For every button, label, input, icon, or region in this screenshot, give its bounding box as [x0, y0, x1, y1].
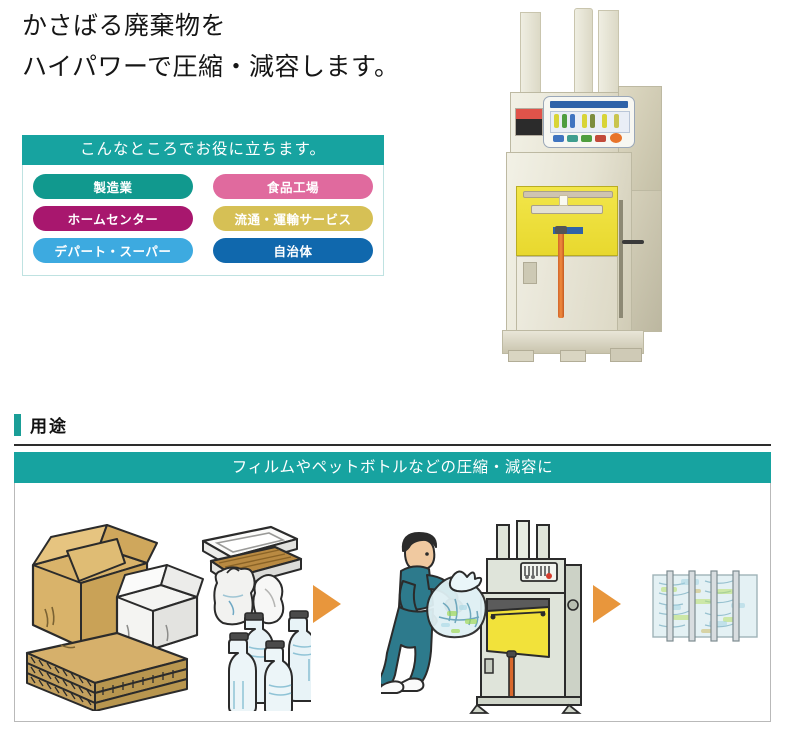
industry-pill-home-center[interactable]: ホームセンター [33, 206, 193, 231]
section-accent-bar [14, 413, 21, 436]
worker-and-baler-illustration [381, 520, 582, 714]
industries-row-3: デパート・スーパー 自治体 [23, 238, 383, 263]
industry-pill-municipality[interactable]: 自治体 [213, 238, 373, 263]
photo-panel-button-a [553, 135, 564, 142]
usage-panel-header: フィルムやペットボトルなどの圧縮・減容に [14, 452, 771, 483]
photo-panel-button-b [567, 135, 578, 142]
photo-foot-center [560, 350, 586, 362]
compressed-bale-illustration [652, 570, 758, 642]
input-materials-illustration [25, 524, 311, 711]
photo-front-door [516, 186, 618, 256]
photo-panel-indicator-5 [590, 114, 595, 128]
photo-panel-indicator-3 [570, 114, 575, 128]
pet-bottle-front-center [264, 640, 293, 711]
photo-side-linkage [619, 200, 623, 318]
photo-panel-indicator-4 [582, 114, 587, 128]
photo-foot-right [610, 348, 642, 362]
corrugated-sheet-stack [25, 631, 189, 711]
photo-panel-button-c [581, 135, 592, 142]
bag-of-bottles [426, 570, 487, 639]
photo-panel-indicator-1 [554, 114, 559, 128]
pet-bottle-group [228, 610, 311, 711]
section-divider [14, 444, 771, 446]
photo-panel-indicator-7 [614, 114, 619, 128]
pet-bottle-tall-right [288, 610, 311, 702]
photo-panel-button-d [595, 135, 606, 142]
section-title: 用途 [30, 417, 68, 436]
industries-card-header: こんなところでお役に立ちます。 [22, 135, 384, 165]
photo-latch-rod [558, 232, 564, 318]
industries-row-1: 製造業 食品工場 [23, 174, 383, 199]
industry-pill-food-factory[interactable]: 食品工場 [213, 174, 373, 199]
plastic-bag-crumpled-2 [252, 574, 285, 625]
photo-latch-handle [555, 226, 567, 234]
headline-line-2: ハイパワーで圧縮・減容します。 [22, 53, 400, 81]
photo-emergency-stop-button [610, 133, 622, 143]
photo-control-panel [543, 96, 635, 148]
industries-card: こんなところでお役に立ちます。 製造業 食品工場 ホームセンター 流通・運輸サー… [22, 135, 384, 276]
photo-panel-indicator-2 [562, 114, 567, 128]
photo-foot-left [508, 350, 534, 362]
usage-panel: フィルムやペットボトルなどの圧縮・減容に [14, 452, 771, 722]
industries-row-2: ホームセンター 流通・運輸サービス [23, 206, 383, 231]
cardboard-box-small-white [115, 564, 204, 651]
industry-pill-manufacturing[interactable]: 製造業 [33, 174, 193, 199]
pet-bottle-front-left [228, 632, 257, 711]
process-arrow-2 [593, 585, 621, 623]
page-headline: かさばる廃棄物を ハイパワーで圧縮・減容します。 [22, 6, 492, 88]
baler-machine [469, 520, 582, 714]
photo-lower-vent [523, 262, 537, 284]
usage-panel-body [14, 483, 771, 722]
photo-panel-indicator-6 [602, 114, 607, 128]
industries-card-body: 製造業 食品工場 ホームセンター 流通・運輸サービス デパート・スーパー 自治体 [22, 165, 384, 276]
photo-warning-label [515, 108, 543, 136]
photo-side-lever [622, 240, 644, 244]
section-heading-usage: 用途 [14, 412, 68, 437]
product-photo [498, 4, 688, 396]
headline-line-1: かさばる廃棄物を [22, 12, 227, 40]
process-arrow-1 [313, 585, 341, 623]
industry-pill-logistics[interactable]: 流通・運輸サービス [213, 206, 373, 231]
worker-figure [381, 532, 464, 694]
industry-pill-department-store[interactable]: デパート・スーパー [33, 238, 193, 263]
plastic-bag-crumpled-1 [213, 566, 256, 626]
